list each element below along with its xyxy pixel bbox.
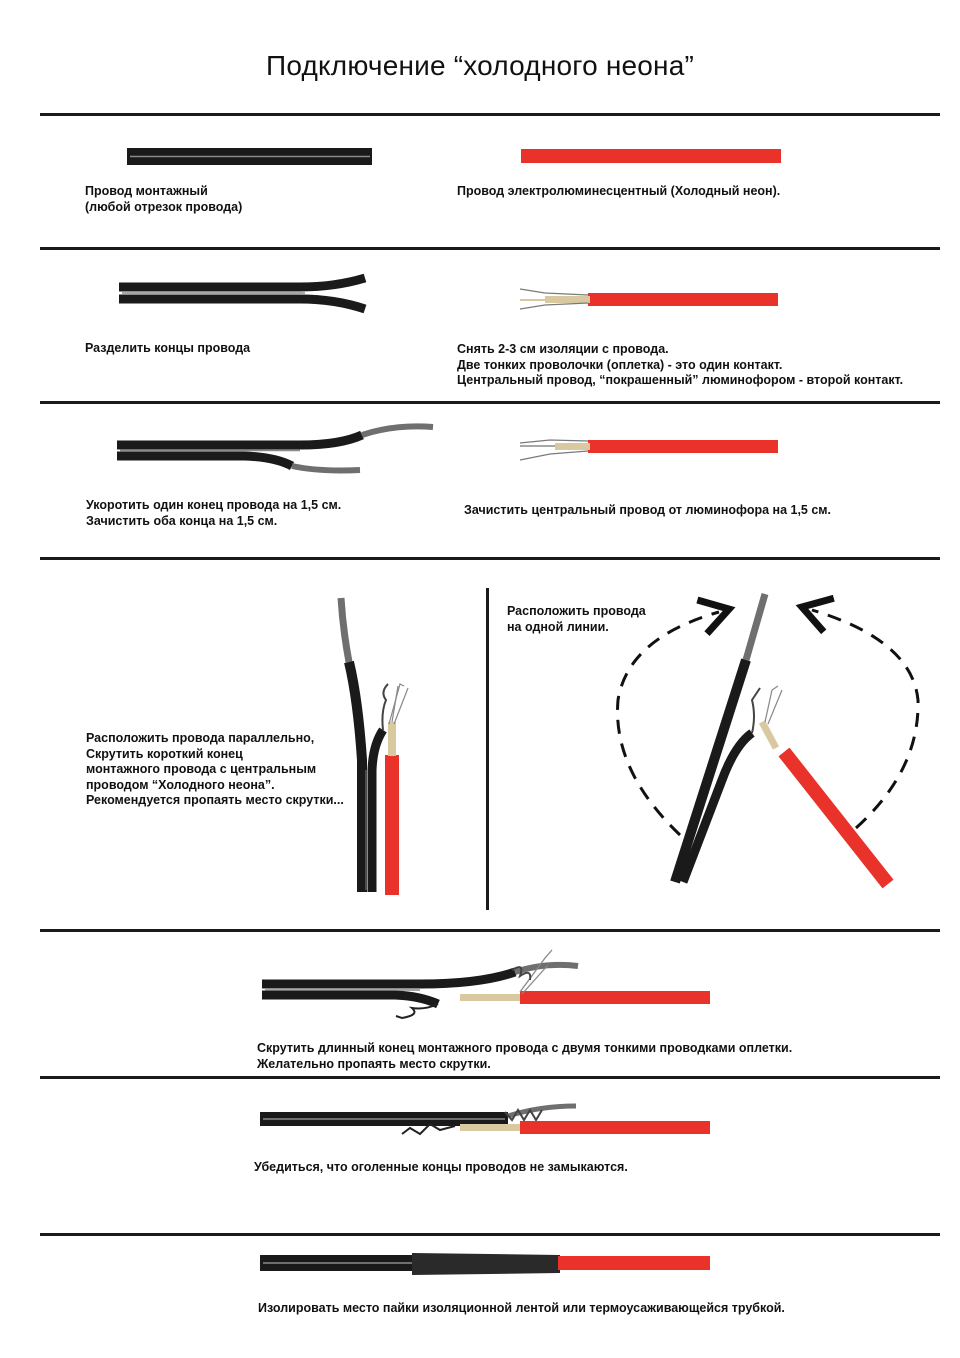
step3-stripped-neon bbox=[519, 439, 778, 461]
step2-stripped-neon bbox=[519, 288, 778, 310]
caption-twist-braid: Скрутить длинный конец монтажного провод… bbox=[257, 1041, 793, 1071]
step5-twisted-braid bbox=[262, 949, 710, 1020]
step4-parallel-wires bbox=[337, 597, 409, 895]
divider bbox=[40, 557, 940, 560]
step2-split-wire bbox=[119, 273, 367, 314]
caption-parallel: Расположить провода параллельно, Скрутит… bbox=[86, 731, 344, 807]
caption-in-line: Расположить провода на одной линии. bbox=[507, 604, 646, 634]
caption-mounting-wire: Провод монтажный (любой отрезок провода) bbox=[85, 184, 243, 214]
caption-no-short: Убедиться, что оголенные концы проводов … bbox=[254, 1160, 628, 1174]
caption-shorten-end: Укоротить один конец провода на 1,5 см. … bbox=[86, 498, 342, 528]
caption-split-ends: Разделить концы провода bbox=[85, 341, 251, 355]
step6-separated-ends bbox=[260, 1103, 710, 1136]
divider bbox=[40, 929, 940, 932]
divider bbox=[40, 113, 940, 116]
page-title: Подключение “холодного неона” bbox=[266, 50, 694, 81]
caption-insulate: Изолировать место пайки изоляционной лен… bbox=[258, 1301, 785, 1315]
step4-inline-wires bbox=[616, 593, 920, 889]
caption-strip-phosphor: Зачистить центральный провод от люминофо… bbox=[464, 503, 832, 517]
step1-mounting-wire bbox=[127, 148, 372, 165]
step3-shortened-wire bbox=[117, 423, 434, 474]
divider bbox=[40, 247, 940, 250]
caption-neon-wire: Провод электролюминесцентный (Холодный н… bbox=[457, 184, 781, 198]
vertical-divider bbox=[486, 588, 489, 910]
divider bbox=[40, 1233, 940, 1236]
divider bbox=[40, 1076, 940, 1079]
divider bbox=[40, 401, 940, 404]
step7-insulated-joint bbox=[260, 1253, 710, 1275]
caption-strip-insulation: Снять 2-3 см изоляции с провода. Две тон… bbox=[457, 342, 904, 387]
step1-neon-wire bbox=[521, 149, 781, 163]
